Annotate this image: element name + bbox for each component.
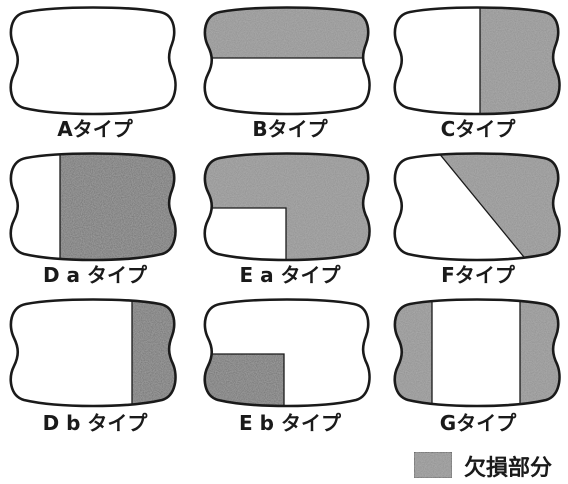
type-label-b: Bタイプ	[252, 117, 328, 141]
legend-swatch	[414, 452, 452, 478]
type-label-g: Gタイプ	[440, 411, 517, 435]
diagram-type-ea	[202, 152, 372, 262]
missing-part-region	[438, 152, 562, 262]
missing-part-region	[60, 152, 178, 262]
type-label-db: D b タイプ	[43, 411, 149, 435]
type-label-f: Fタイプ	[441, 263, 516, 287]
diagram-type-db	[11, 298, 178, 408]
legend: 欠損部分	[414, 452, 552, 481]
diagram-type-f	[395, 152, 562, 262]
diagram-type-b	[202, 6, 372, 114]
diagram-type-a	[11, 8, 176, 115]
missing-part-region	[202, 152, 372, 262]
diagram-type-da	[11, 152, 178, 262]
type-label-a: Aタイプ	[57, 117, 133, 141]
missing-part-region	[202, 6, 372, 58]
diagram-type-c	[395, 6, 562, 116]
missing-part-region	[480, 6, 562, 116]
diagram-type-g	[392, 298, 562, 408]
type-label-eb: E b タイプ	[239, 411, 342, 435]
type-label-da: D a タイプ	[43, 263, 148, 287]
type-label-ea: E a タイプ	[239, 263, 341, 287]
diagram-type-eb	[202, 300, 369, 409]
legend-label: 欠損部分	[464, 455, 552, 481]
type-label-c: Cタイプ	[441, 117, 517, 141]
